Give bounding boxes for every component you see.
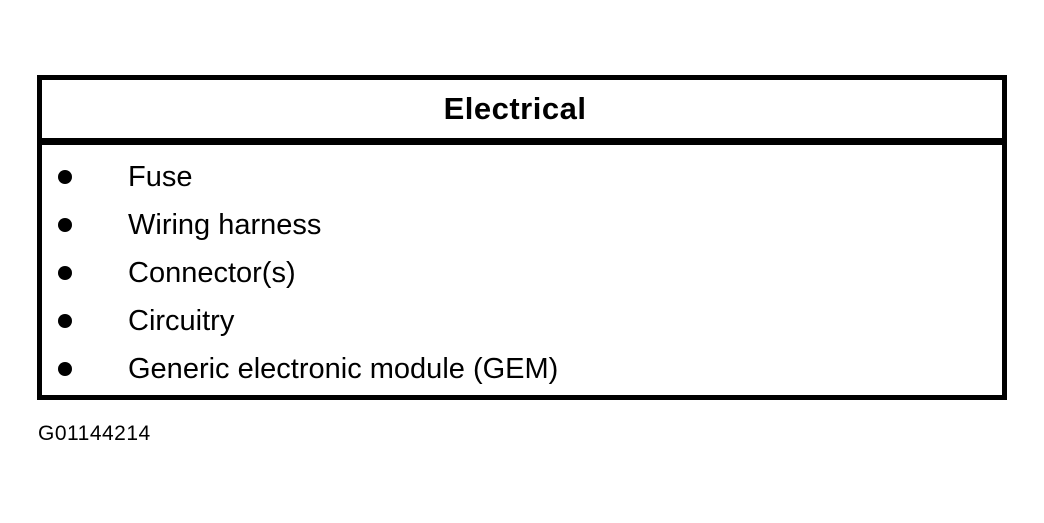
list-item-label: Fuse [128, 160, 193, 193]
table-header: Electrical [42, 80, 1002, 145]
list-item: Fuse [42, 153, 1002, 201]
list-item: Circuitry [42, 297, 1002, 345]
list-item-label: Wiring harness [128, 208, 322, 241]
bullet-icon [58, 314, 72, 328]
list-item-label: Circuitry [128, 304, 235, 337]
list-item: Generic electronic module (GEM) [42, 345, 1002, 393]
bullet-icon [58, 266, 72, 280]
list-item-label: Connector(s) [128, 256, 296, 289]
figure-id-label: G01144214 [38, 422, 151, 445]
bullet-icon [58, 362, 72, 376]
bullet-icon [58, 218, 72, 232]
bullet-icon [58, 170, 72, 184]
list-item-label: Generic electronic module (GEM) [128, 352, 559, 385]
list-item: Connector(s) [42, 249, 1002, 297]
list-item: Wiring harness [42, 201, 1002, 249]
table-title: Electrical [443, 91, 587, 126]
